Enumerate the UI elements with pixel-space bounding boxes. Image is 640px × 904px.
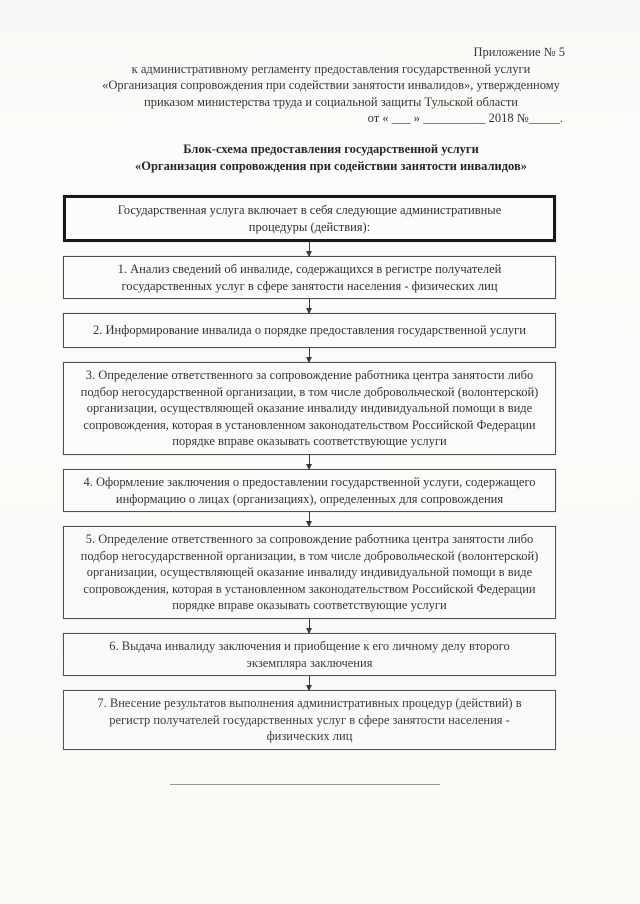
text-line: организации, осуществляющей оказание инв… [86,565,533,580]
text-line: 1. Анализ сведений об инвалиде, содержащ… [117,262,502,277]
text-line: 3. Определение ответственного за сопрово… [85,367,534,382]
flow-step-2: 2. Информирование инвалида о порядке пре… [63,313,556,348]
flow-step-7: 7. Внесение результатов выполнения админ… [63,690,556,751]
flow-step-6: 6. Выдача инвалиду заключения и приобщен… [63,633,556,677]
arrow-down-icon [306,512,312,528]
text-line: организации, осуществляющей оказание инв… [86,401,533,416]
arrow-down-icon [306,619,312,635]
arrow-down-icon [306,676,312,692]
text-line: экземпляра заключения [246,655,373,670]
text-line: 5. Определение ответственного за сопрово… [85,532,534,547]
text-line: подбор негосударственной организации, в … [80,384,539,399]
header-line: «Организация сопровождения при содействи… [102,78,560,93]
text-line: процедуры (действия): [248,219,371,234]
flow-step-1: 1. Анализ сведений об инвалиде, содержащ… [63,256,556,300]
document-header: Приложение № 5 к административному регла… [85,0,577,127]
arrow-down-icon [306,454,312,470]
text-line: государственных услуг в сфере занятости … [121,278,498,293]
signature-line [170,784,440,786]
arrow-down-icon [306,347,312,363]
text-line: 2. Информирование инвалида о порядке пре… [93,323,526,338]
text-line: информацию о лицах (организациях), опред… [115,491,504,506]
header-appendix-number: Приложение № 5 [473,45,565,59]
text-line: сопровождения, которая в установленном з… [83,417,536,432]
text-line: регистр получателей государственных услу… [109,712,510,727]
text-line: сопровождения, которая в установленном з… [83,581,536,596]
title-line: «Организация сопровождения при содействи… [135,158,527,173]
flow-step-5: 5. Определение ответственного за сопрово… [63,526,556,620]
text-line: порядке вправе оказывать соответствующие… [172,598,447,613]
text-line: подбор негосударственной организации, в … [80,548,539,563]
flow-intro-box: Государственная услуга включает в себя с… [63,194,556,243]
document-title: Блок-схема предоставления государственно… [85,141,577,175]
header-date-blank: от « ___ » __________ 2018 №_____. [367,111,563,126]
flow-step-4: 4. Оформление заключения о предоставлени… [63,468,556,513]
text-line: порядке вправе оказывать соответствующие… [172,434,447,449]
arrow-down-icon [306,299,312,315]
text-line: Государственная услуга включает в себя с… [117,202,502,217]
text-line: 6. Выдача инвалиду заключения и приобщен… [109,639,510,654]
header-line: к административному регламенту предостав… [131,61,531,76]
header-line: приказом министерства труда и социальной… [144,94,518,109]
text-line: 4. Оформление заключения о предоставлени… [83,474,536,489]
text-line: физических лиц [266,729,353,744]
flow-step-3: 3. Определение ответственного за сопрово… [63,361,556,455]
flowchart: Государственная услуга включает в себя с… [63,194,556,751]
text-line: 7. Внесение результатов выполнения админ… [97,696,522,711]
arrow-down-icon [306,242,312,258]
title-line: Блок-схема предоставления государственно… [183,141,479,156]
